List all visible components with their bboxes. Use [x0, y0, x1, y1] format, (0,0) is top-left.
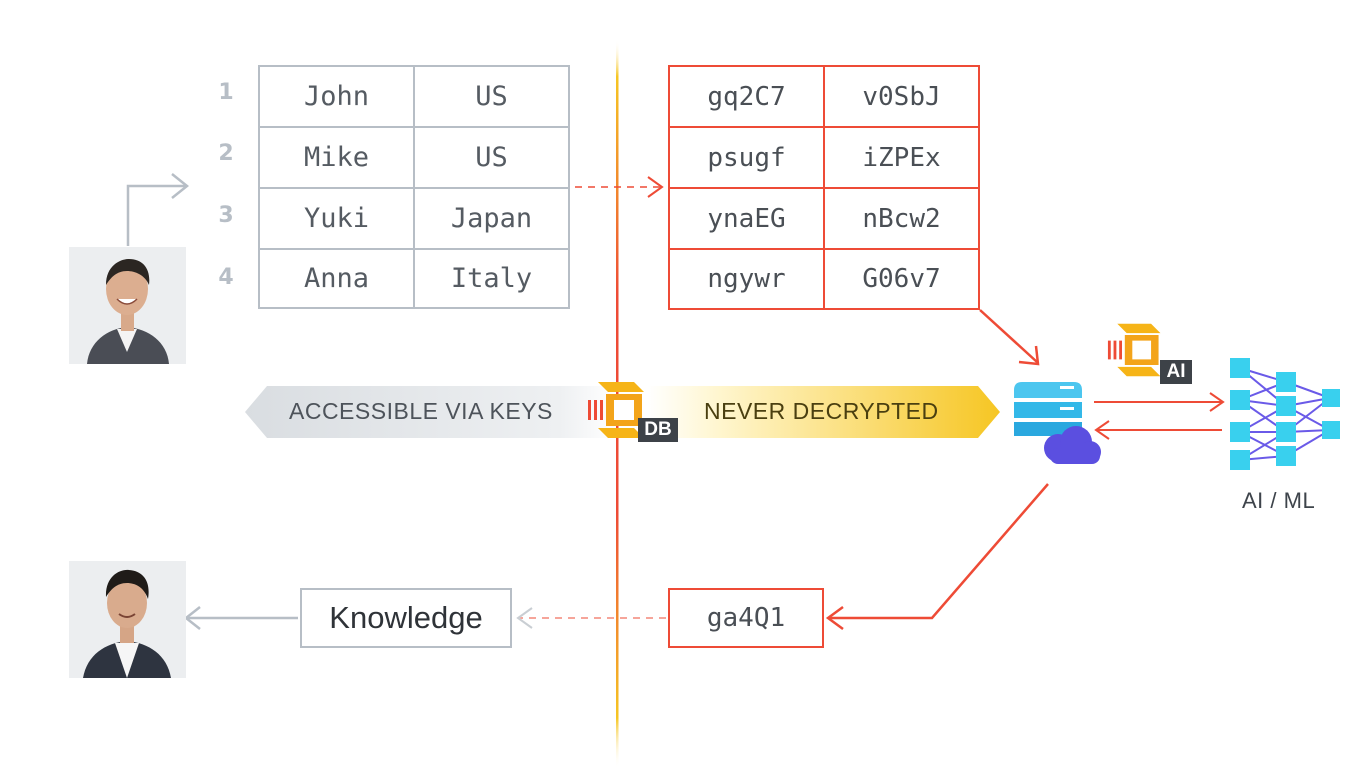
ai-tag: AI — [1160, 360, 1192, 384]
person-photo — [69, 247, 186, 364]
db-tag: DB — [638, 418, 678, 442]
country-cell: US — [475, 81, 508, 112]
cipher-cell: ynaEG — [670, 189, 825, 248]
plaintext-table: John US Mike US Yuki Japan Anna Italy — [258, 65, 570, 309]
table-row: Mike US — [260, 128, 568, 189]
ai-ml-label: AI / ML — [1242, 488, 1316, 513]
table-row: gq2C7 v0SbJ — [670, 67, 978, 128]
person-photo-bottom — [69, 561, 186, 678]
neural-network-icon — [1230, 358, 1340, 470]
row-number: 1 — [218, 80, 234, 105]
row-number: 3 — [218, 203, 234, 228]
table-row: psugf iZPEx — [670, 128, 978, 189]
never-decrypted-banner-label: NEVER DECRYPTED — [704, 398, 939, 424]
encrypted-table: gq2C7 v0SbJ psugf iZPEx ynaEG nBcw2 ngyw… — [668, 65, 980, 310]
knowledge-box: Knowledge — [300, 588, 512, 648]
user-upload-arrow — [126, 184, 186, 246]
table-row: Anna Italy — [260, 250, 568, 307]
table-row: John US — [260, 67, 568, 128]
name-cell: John — [260, 67, 415, 126]
cloud-server-icon — [1014, 382, 1101, 464]
ai-crypto-icon — [1107, 323, 1161, 377]
encrypted-result-box: ga4Q1 — [668, 588, 824, 648]
to-server-arrow — [979, 309, 1038, 363]
never-decrypted-banner-bg — [648, 386, 1000, 438]
table-row: Yuki Japan — [260, 189, 568, 250]
cipher-cell: ngywr — [670, 250, 825, 308]
db-crypto-icon — [588, 382, 644, 438]
knowledge-label: Knowledge — [329, 600, 483, 635]
table-row: ngywr G06v7 — [670, 250, 978, 308]
table-row: ynaEG nBcw2 — [670, 189, 978, 250]
name-cell: Anna — [260, 250, 415, 307]
name-cell: Mike — [260, 128, 415, 187]
row-number: 4 — [218, 265, 234, 290]
encrypted-result-value: ga4Q1 — [706, 603, 786, 633]
country-cell: Japan — [450, 203, 533, 234]
cipher-cell: nBcw2 — [862, 203, 941, 234]
country-cell: Italy — [450, 263, 533, 294]
cipher-cell: G06v7 — [862, 264, 941, 294]
cipher-cell: psugf — [670, 128, 825, 187]
result-arrow — [830, 483, 1049, 620]
cipher-cell: gq2C7 — [670, 67, 825, 126]
accessible-banner-label: ACCESSIBLE VIA KEYS — [289, 398, 553, 424]
country-cell: US — [475, 142, 508, 173]
person-photo-top — [69, 247, 186, 364]
cipher-cell: v0SbJ — [862, 81, 941, 112]
cipher-cell: iZPEx — [862, 142, 941, 173]
name-cell: Yuki — [260, 189, 415, 248]
accessible-banner-bg — [245, 386, 615, 438]
row-number: 2 — [218, 141, 234, 166]
person-photo — [69, 561, 186, 678]
